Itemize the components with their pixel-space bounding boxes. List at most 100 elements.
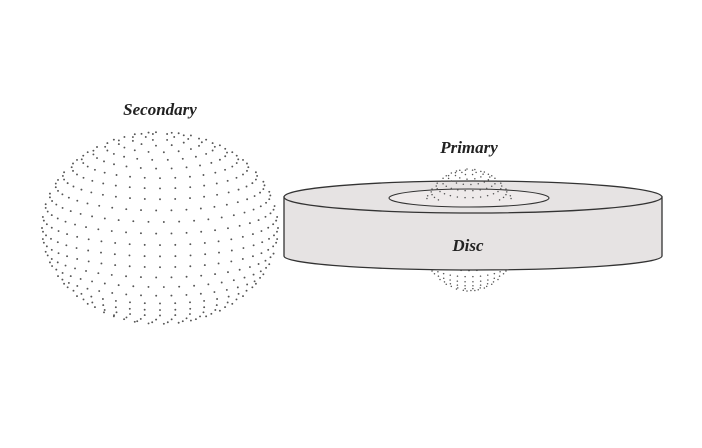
sphere-dot [259,205,262,208]
sphere-dot [170,232,173,235]
sphere-dot [226,179,229,182]
sphere-dot [470,183,472,186]
sphere-dot [243,276,246,279]
sphere-dot [72,289,75,292]
sphere-dot [236,286,239,289]
sphere-dot [162,221,165,223]
sphere-dot [450,285,453,288]
sphere-dot [276,216,279,218]
sphere-dot [113,253,116,256]
sphere-dot [498,199,501,201]
sphere-dot [225,203,228,206]
sphere-dot [442,182,444,185]
sphere-dot [143,255,146,258]
sphere-dot [202,311,205,314]
sphere-dot [261,241,264,244]
sphere-dot [268,263,271,266]
sphere-dot [251,233,254,236]
sphere-dot [189,254,192,257]
sphere-dot [443,193,446,195]
sphere-dot [461,171,463,174]
sphere-dot [493,272,496,275]
sphere-dot [45,223,48,226]
sphere-dot [66,286,69,289]
disc-side-wall [283,196,663,271]
sphere-dot [267,226,270,229]
sphere-dot [174,187,177,190]
sphere-dot [500,188,502,190]
sphere-dot [125,165,128,168]
sphere-dot [51,200,54,202]
sphere-dot [259,270,262,273]
sphere-dot [85,226,87,229]
sphere-dot [101,298,104,300]
sphere-dot [48,261,51,264]
sphere-dot [133,320,136,323]
sphere-dot [140,209,142,212]
sphere-dot [55,203,58,206]
sphere-dot [486,283,489,285]
sphere-dot [245,289,248,292]
sphere-dot [231,302,234,305]
sphere-dot [133,149,136,152]
sphere-dot [185,317,188,320]
sphere-dot [456,284,459,286]
sphere-dot [189,265,192,268]
sphere-dot [143,302,146,305]
sphere-dot [455,170,458,172]
sphere-dot [264,215,267,218]
sphere-dot [103,171,106,174]
secondary-label: Secondary [123,100,197,119]
sphere-dot [64,220,67,223]
sphere-dot [82,154,85,157]
sphere-dot [76,235,79,238]
sphere-dot [262,188,265,190]
sphere-dot [459,169,461,171]
disc-inner-edge [388,188,550,208]
sphere-dot [87,238,90,241]
sphere-dot [93,168,96,171]
sphere-dot [162,151,165,154]
sphere-dot [177,321,180,324]
sphere-dot [276,230,278,233]
sphere-dot [232,214,235,217]
sphere-dot [205,138,208,141]
sphere-dot [86,202,89,205]
sphere-dot [51,265,54,267]
sphere-dot [472,280,474,283]
sphere-dot [67,281,70,284]
sphere-dot [449,279,451,281]
sphere-dot [103,309,106,311]
sphere-dot [117,284,120,287]
sphere-dot [479,280,482,282]
sphere-dot [193,284,196,287]
sphere-dot [273,205,276,207]
sphere-dot [471,169,474,171]
sphere-dot [72,162,74,165]
sphere-dot [57,230,60,232]
sphere-dot [139,317,142,320]
sphere-dot [155,209,158,212]
sphere-dot [486,194,489,197]
sphere-dot [454,174,457,177]
sphere-dot [123,136,126,138]
sphere-dot [259,191,261,194]
sphere-dot [269,256,272,259]
sphere-dot [56,241,59,244]
sphere-dot [263,184,266,187]
sphere-dot [93,306,96,309]
sphere-dot [237,188,240,191]
sphere-dot [198,137,200,140]
sphere-dot [79,278,82,280]
sphere-dot [254,178,257,181]
sphere-dot [50,214,53,217]
sphere-dot [218,309,221,312]
sphere-dot [217,240,220,243]
sphere-dot [128,186,131,189]
sphere-dot [252,273,255,276]
sphere-dot [224,155,227,158]
sphere-dot [111,206,114,209]
sphere-dot [57,178,59,181]
sphere-dot [269,194,272,197]
sphere-dot [133,133,136,136]
